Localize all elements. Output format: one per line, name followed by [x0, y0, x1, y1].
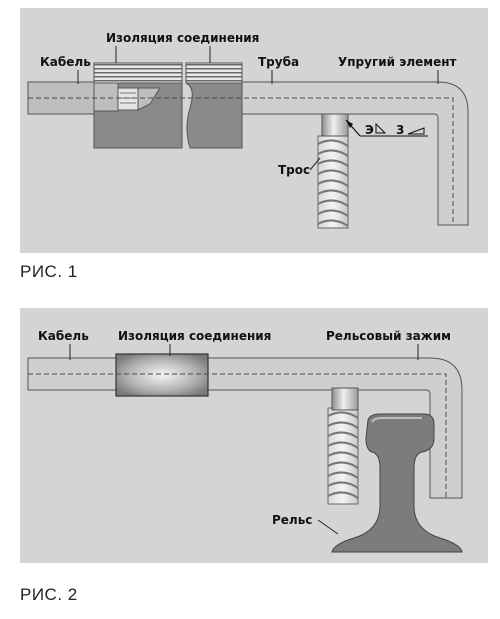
figure-2-panel: Кабель Изоляция соединения Рельсовый заж…	[20, 308, 488, 563]
cable-centerline	[28, 97, 454, 225]
label-cable: Кабель	[40, 55, 91, 69]
label-cable: Кабель	[38, 329, 89, 343]
rope-clamp-cap	[321, 113, 349, 137]
leader-lines-1	[77, 46, 439, 171]
cable-centerline	[28, 373, 447, 498]
label-insulation: Изоляция соединения	[106, 31, 259, 45]
figure-1-panel: Э 3 Изоляция соединения Кабель Труба Упр…	[20, 8, 488, 253]
label-rail-clamp: Рельсовый зажим	[326, 329, 451, 343]
figure-1-caption: РИС. 1	[20, 262, 78, 281]
rope	[327, 407, 359, 505]
figure-2-caption: РИС. 2	[20, 585, 78, 604]
insulation-block-right	[185, 62, 243, 149]
label-elastic-element: Упругий элемент	[338, 55, 456, 69]
rail	[331, 413, 463, 553]
label-rail: Рельс	[272, 513, 312, 527]
pipe	[241, 81, 469, 226]
rope-clamp-cap	[331, 387, 359, 411]
figure-2-diagram: Кабель Изоляция соединения Рельсовый заж…	[27, 329, 463, 553]
weld-symbol-e: Э	[365, 123, 374, 137]
rope	[317, 135, 349, 229]
figure-1-diagram: Э 3 Изоляция соединения Кабель Труба Упр…	[27, 31, 469, 229]
label-rope: Трос	[278, 163, 310, 177]
weld-symbol: Э 3	[345, 119, 428, 137]
insulation-block-left	[93, 62, 183, 149]
insulation-block	[115, 353, 209, 397]
weld-symbol-3: 3	[396, 123, 404, 137]
leader-lines-2	[69, 344, 419, 535]
label-insulation: Изоляция соединения	[118, 329, 271, 343]
cable	[27, 357, 463, 499]
label-pipe: Труба	[258, 55, 299, 69]
